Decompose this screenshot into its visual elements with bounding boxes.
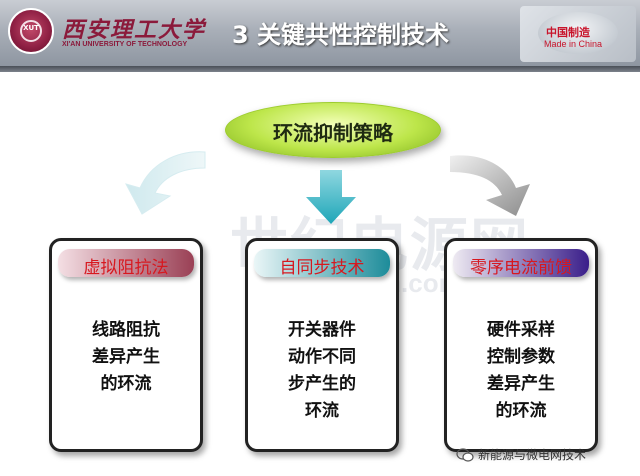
school-name-cn: 西安理工大学 (62, 17, 207, 43)
wechat-icon (456, 447, 474, 462)
globe-icon (538, 12, 618, 54)
card-body: 线路阻抗 差异产生 的环流 (92, 320, 160, 394)
header-divider (0, 66, 640, 72)
card-title: 自同步技术 (279, 258, 365, 278)
logo-text: XUT (23, 24, 39, 32)
card-header: 虚拟阻抗法 (58, 249, 194, 278)
card-body: 开关器件 动作不同 步产生的 环流 (288, 320, 356, 421)
logo-ring (20, 20, 42, 42)
strategy-label: 环流抑制策略 (273, 121, 393, 145)
made-in-china-en: Made in China (544, 39, 603, 49)
down-arrow-icon (306, 170, 356, 224)
slide-title: 3 关键共性控制技术 (232, 21, 450, 49)
card-zero-sequence: 零序电流前馈 硬件采样 控制参数 差异产生 的环流 (444, 238, 598, 452)
card-header: 零序电流前馈 (453, 249, 589, 278)
footer-account: 新能源与微电网技术 (456, 446, 586, 463)
card-self-sync: 自同步技术 开关器件 动作不同 步产生的 环流 (245, 238, 399, 452)
left-arrow-icon (125, 151, 206, 215)
slide-header: XUT 西安理工大学 XI'AN UNIVERSITY OF TECHNOLOG… (0, 0, 640, 66)
made-in-china-badge: 中国制造 Made in China (520, 6, 636, 62)
card-header: 自同步技术 (254, 249, 390, 278)
right-arrow-icon (450, 155, 530, 216)
card-title: 零序电流前馈 (470, 258, 572, 278)
strategy-oval: 环流抑制策略 (225, 102, 441, 158)
school-name-en: XI'AN UNIVERSITY OF TECHNOLOGY (62, 41, 188, 48)
card-virtual-impedance: 虚拟阻抗法 线路阻抗 差异产生 的环流 (49, 238, 203, 452)
university-logo: XUT (8, 8, 54, 54)
footer-account-name: 新能源与微电网技术 (478, 448, 587, 462)
made-in-china-cn: 中国制造 (546, 26, 590, 39)
card-title: 虚拟阻抗法 (83, 258, 169, 278)
card-body: 硬件采样 控制参数 差异产生 的环流 (487, 320, 555, 421)
